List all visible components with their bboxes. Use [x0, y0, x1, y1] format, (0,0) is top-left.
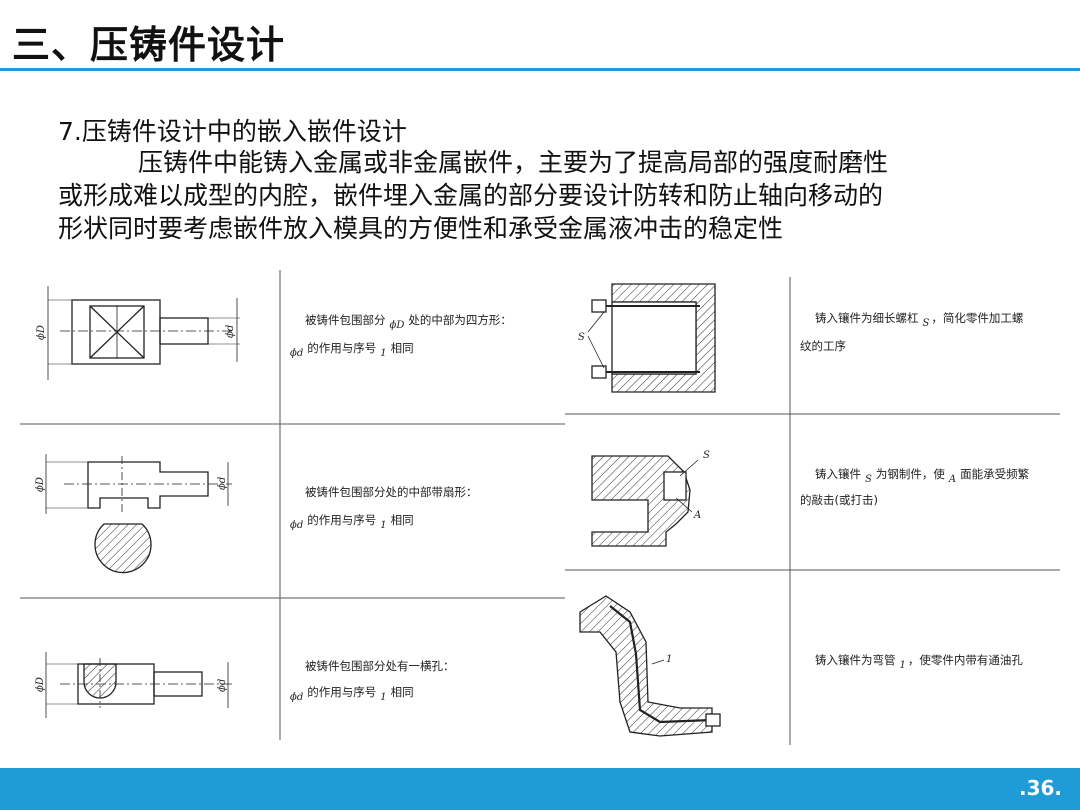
cap1-num: 1 [380, 348, 386, 359]
cap3-text-d: 相同 [391, 685, 414, 699]
label-1: 1 [666, 654, 672, 665]
svg-text:被铸件包围部分处有一横孔：: 被铸件包围部分处有一横孔： [305, 659, 455, 673]
cap3-text-a: 被铸件包围部分处有一横孔： [305, 659, 455, 673]
cap4-text-b: ，简化零件加工螺 [931, 311, 1023, 325]
table-grid [20, 270, 1060, 745]
svg-text:的敲击(或打击): 的敲击(或打击) [800, 493, 878, 507]
caption-row-2: 被铸件包围部分处的中部带扇形： ϕd 的作用与序号 1 相同 [290, 485, 478, 531]
cap5-text-b: 为钢制件，使 [876, 467, 945, 481]
cap1-sub-phid: ϕd [290, 348, 303, 359]
dim-phiD-2: ϕD [35, 477, 46, 492]
caption-row-3: 被铸件包围部分处有一横孔： ϕd 的作用与序号 1 相同 [290, 659, 455, 703]
footer-bar: .36. [0, 768, 1080, 810]
dim-phid-1: ϕd [225, 325, 236, 338]
paragraph-line-2: 或形成难以成型的内腔，嵌件埋入金属的部分要设计防转和防止轴向移动的 [58, 181, 884, 210]
label-S-2: S [703, 450, 710, 461]
cap3-sub-phid: ϕd [290, 692, 303, 703]
cap5-sub-A: A [948, 474, 956, 485]
cap2-num: 1 [380, 520, 386, 531]
body-paragraph: 压铸件中能铸入金属或非金属嵌件，主要为了提高局部的强度耐磨性 或形成难以成型的内… [58, 146, 1058, 245]
insert-design-table: ϕD ϕd ϕD ϕd ϕD ϕd S [20, 270, 1060, 745]
cap5-text-c: 面能承受频繁 [960, 467, 1029, 481]
dim-phid-3: ϕd [217, 679, 228, 692]
cap6-text-b: ，使零件内带有通油孔 [908, 653, 1023, 667]
page-title: 三、压铸件设计 [12, 23, 286, 67]
drawing-crosshole-insert [45, 652, 232, 718]
cap1-text-a: 被铸件包围部分 [305, 313, 386, 327]
cap5-sub-S: S [865, 474, 872, 485]
cap6-num: 1 [900, 660, 906, 671]
cap2-sub-phid: ϕd [290, 520, 303, 531]
cap3-text-c: 的作用与序号 [307, 685, 376, 699]
dim-phid-2: ϕd [217, 477, 228, 490]
drawing-steel-insert [591, 455, 699, 547]
caption-row-4: 铸入镶件为细长螺杠 S，简化零件加工螺 纹的工序 [800, 311, 1023, 353]
drawing-screw-insert [587, 283, 716, 393]
svg-text:被铸件包围部分处的中部带扇形：: 被铸件包围部分处的中部带扇形： [305, 485, 478, 499]
cap1-text-d: 相同 [391, 341, 414, 355]
label-A: A [693, 510, 701, 521]
drawing-bentpipe-insert [579, 595, 721, 737]
cap4-sub-S: S [923, 318, 930, 329]
dim-phiD-3: ϕD [35, 677, 46, 692]
page-number: .36. [1018, 776, 1062, 800]
drawing-sector-insert [45, 454, 232, 574]
cap3-num: 1 [380, 692, 386, 703]
cap1-text-c: 的作用与序号 [307, 341, 376, 355]
svg-text:纹的工序: 纹的工序 [800, 339, 846, 353]
paragraph-line-3: 形状同时要考虑嵌件放入模具的方便性和承受金属液冲击的稳定性 [58, 214, 784, 243]
dim-phiD-1: ϕD [36, 325, 47, 340]
cap2-text-a: 被铸件包围部分处的中部带扇形： [305, 485, 478, 499]
caption-row-6: 铸入镶件为弯管 1，使零件内带有通油孔 [815, 653, 1023, 671]
cap5-text-a: 铸入镶件 [815, 467, 861, 481]
cap2-text-d: 相同 [391, 513, 414, 527]
cap6-text-a: 铸入镶件为弯管 [815, 653, 896, 667]
cap4-text-c: 纹的工序 [800, 339, 846, 353]
drawing-square-insert [47, 286, 240, 380]
cap1-text-b: 处的中部为四方形： [408, 313, 512, 327]
title-divider [0, 68, 1080, 71]
cap5-text-d: 的敲击(或打击) [800, 493, 878, 507]
cap1-sub-phiD: ϕD [390, 320, 405, 331]
cap2-text-c: 的作用与序号 [307, 513, 376, 527]
section-heading: 7.压铸件设计中的嵌入嵌件设计 [58, 117, 407, 146]
cap4-text-a: 铸入镶件为细长螺杠 [815, 311, 919, 325]
label-S-1: S [578, 332, 585, 343]
paragraph-line-1: 压铸件中能铸入金属或非金属嵌件，主要为了提高局部的强度耐磨性 [138, 148, 889, 177]
